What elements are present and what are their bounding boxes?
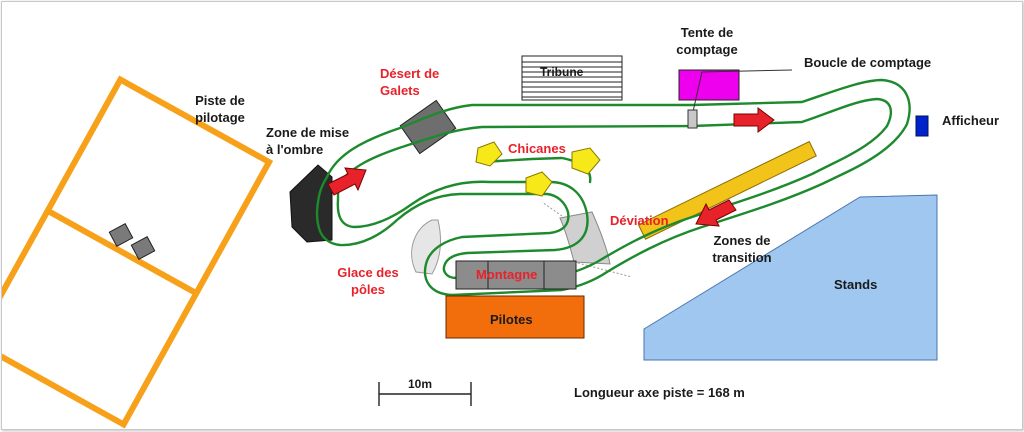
label-desert-galets: Désert de Galets <box>380 66 440 98</box>
label-glace-poles: Glace des pôles <box>337 265 399 297</box>
label-pilotes: Pilotes <box>490 312 533 327</box>
label-tente-comptage: Tente de comptage <box>676 25 738 57</box>
boucle-comptage-marker <box>687 109 698 129</box>
label-zones-transition: Zones de transition <box>712 233 772 265</box>
zones-transition-bar <box>637 140 817 240</box>
zone-ombre-block <box>289 164 333 243</box>
label-boucle-comptage: Boucle de comptage <box>804 55 932 70</box>
arrow-down-left <box>695 199 737 227</box>
chicanes-group <box>475 141 601 197</box>
label-scale: 10m <box>408 377 433 391</box>
direction-arrows <box>327 107 775 227</box>
label-zone-ombre: Zone de mise à l'ombre <box>266 125 350 157</box>
deviation-block <box>559 211 611 265</box>
label-tribune: Tribune <box>540 65 584 79</box>
chicane-2 <box>525 171 553 197</box>
piste-center-marker <box>108 223 156 260</box>
arrow-left-upright <box>327 167 367 196</box>
desert-galets-block <box>399 99 457 155</box>
montagne-block <box>455 260 577 290</box>
label-piste-pilotage: Piste de pilotage <box>195 93 245 125</box>
chicane-1 <box>475 141 503 167</box>
label-deviation: Déviation <box>610 213 669 228</box>
label-chicanes: Chicanes <box>508 141 566 156</box>
tribune-block <box>521 55 623 101</box>
label-afficheur: Afficheur <box>942 113 1000 128</box>
label-track-length: Longueur axe piste = 168 m <box>574 385 745 400</box>
tente-comptage-block <box>678 69 740 101</box>
label-stands: Stands <box>834 277 878 292</box>
afficheur-block <box>915 115 929 137</box>
scale-bar <box>378 382 472 406</box>
arrow-right-top <box>733 107 775 133</box>
stands-area <box>643 194 938 361</box>
label-montagne: Montagne <box>476 267 538 282</box>
pilotes-block <box>445 295 585 339</box>
chicane-3 <box>571 147 601 175</box>
piste-pilotage-area <box>2 75 274 429</box>
